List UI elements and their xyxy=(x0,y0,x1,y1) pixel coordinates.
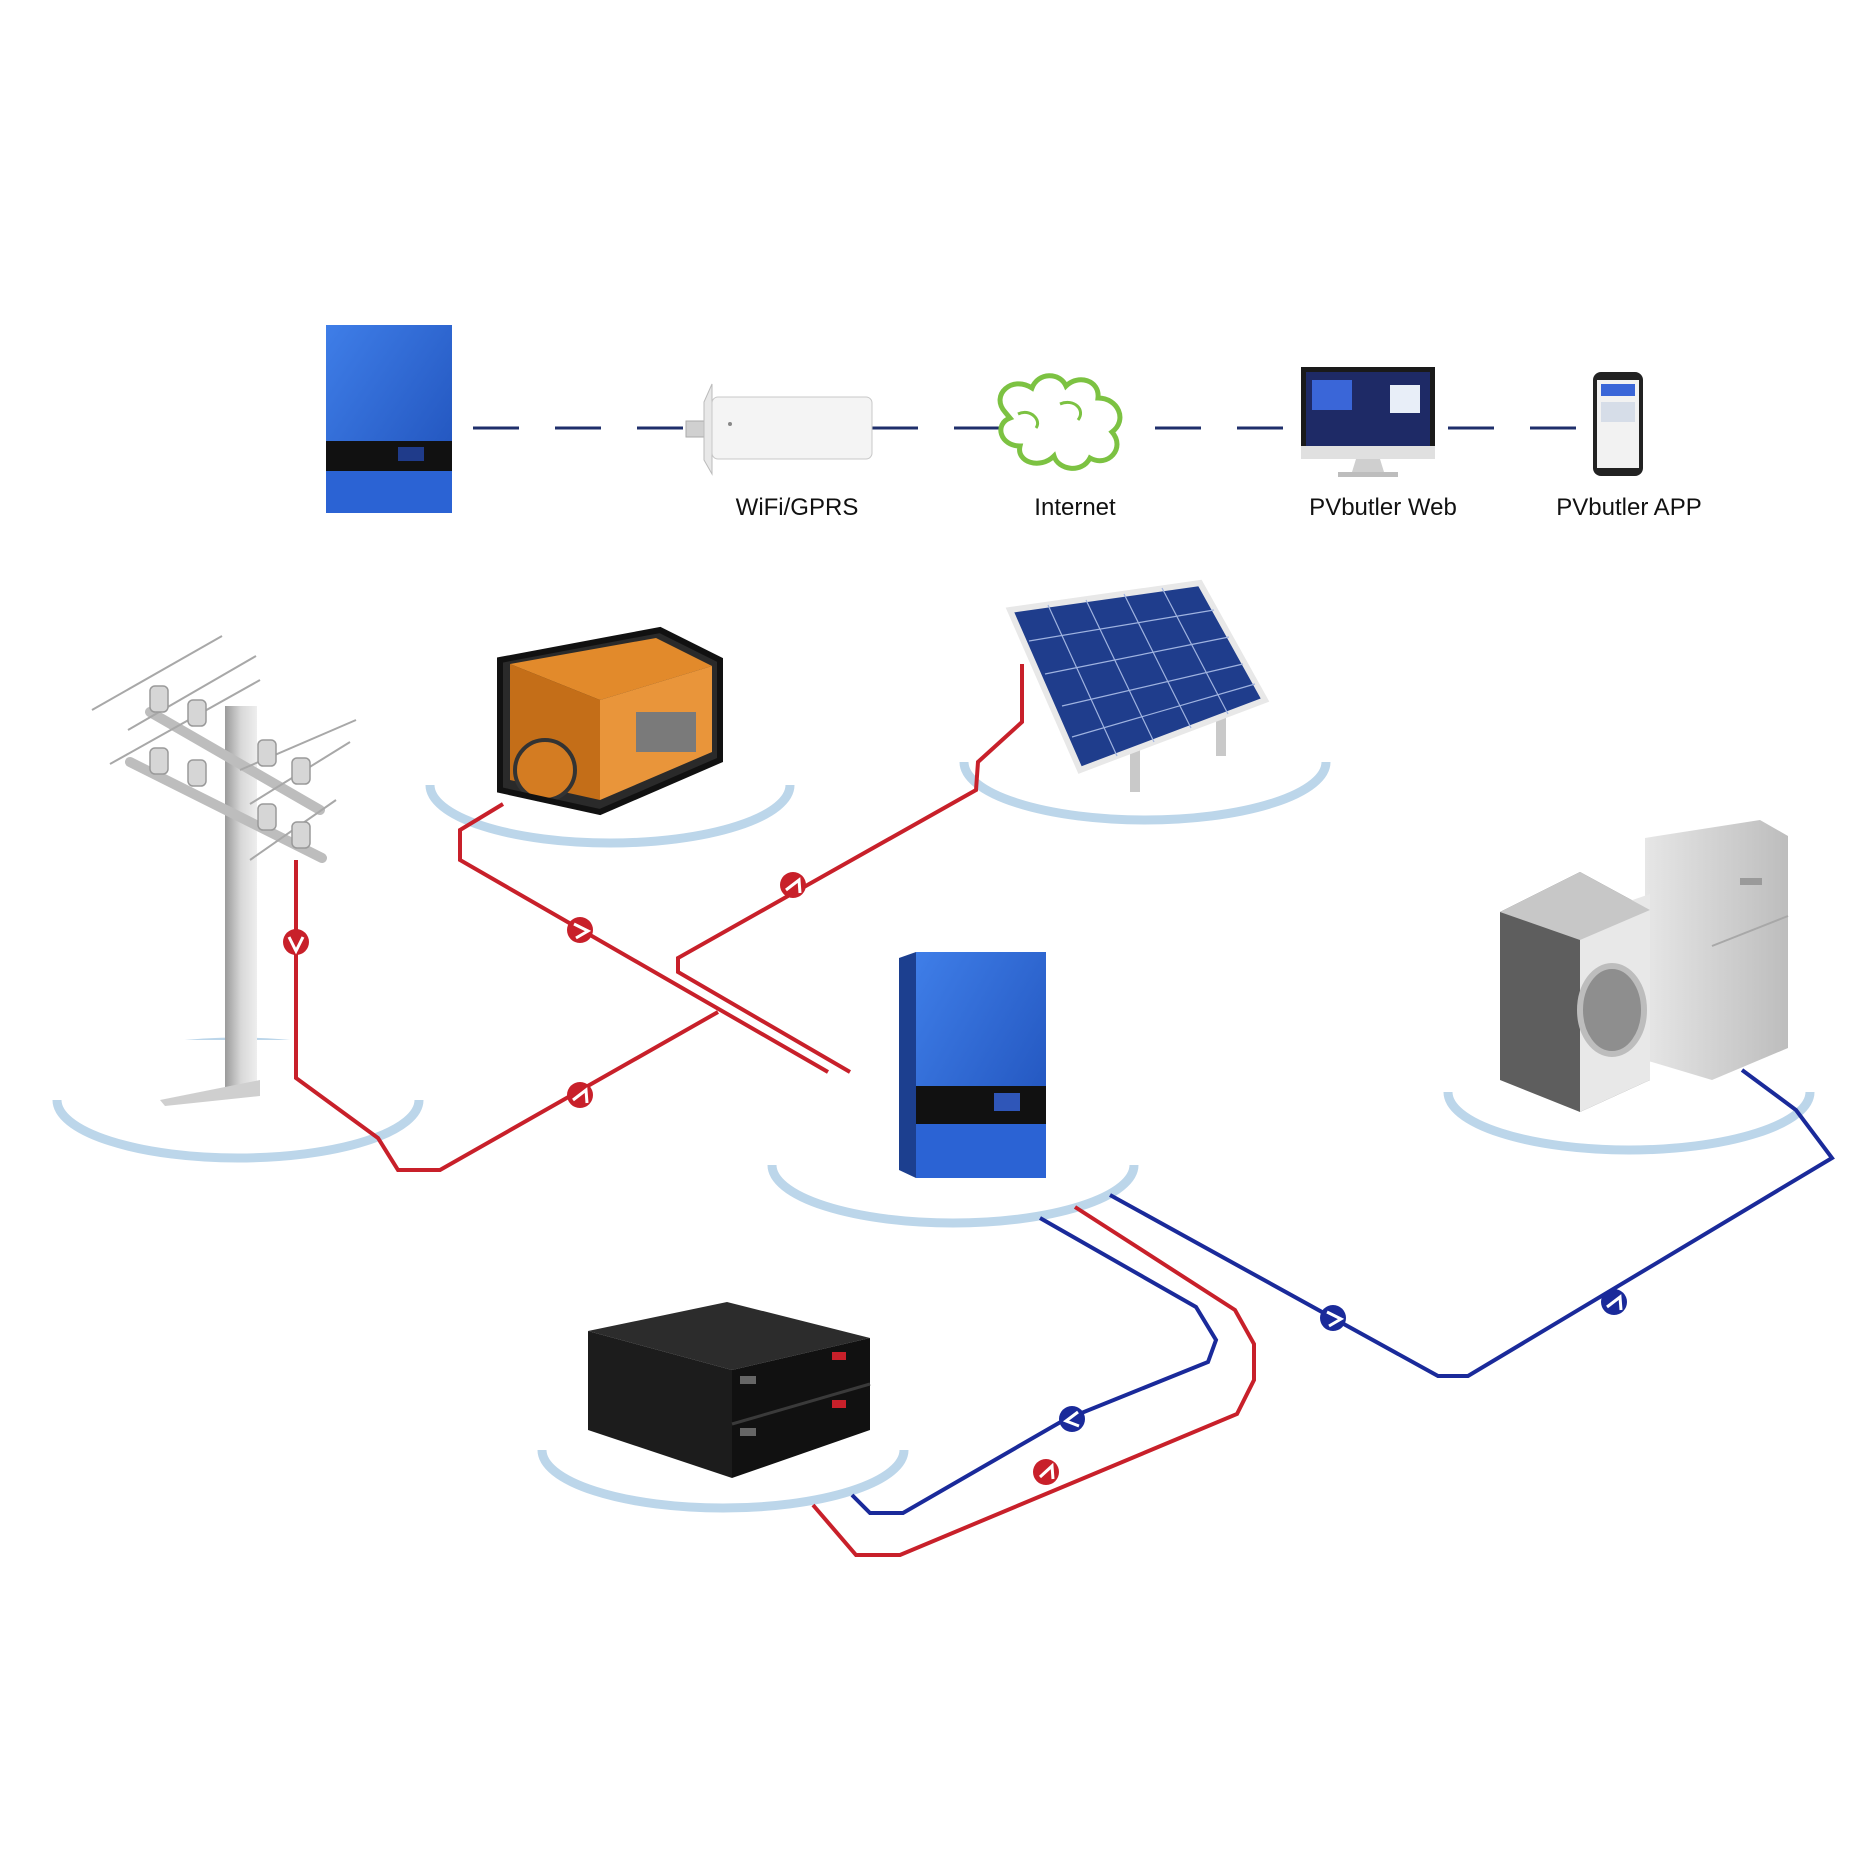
pvbutler-web-label: PVbutler Web xyxy=(1309,494,1457,521)
ac-line-solar xyxy=(676,664,1024,1074)
dc-line-loads xyxy=(1109,1068,1835,1378)
flow-arrow-battery-ac xyxy=(1033,1459,1059,1485)
inverter-icon xyxy=(326,325,452,513)
ac-line-grid xyxy=(294,860,719,1172)
washing-machine-icon xyxy=(1500,872,1650,1112)
generator-icon xyxy=(497,626,723,816)
dc-lines xyxy=(850,1068,1835,1515)
pvbutler-app-label: PVbutler APP xyxy=(1556,494,1702,521)
flow-arrow-loads-2 xyxy=(1601,1289,1627,1315)
solar-panel-icon xyxy=(1005,579,1270,792)
flow-arrow-solar xyxy=(780,872,806,898)
flow-markers xyxy=(283,872,1627,1485)
monitor-icon xyxy=(1301,367,1435,477)
flow-arrow-loads-1 xyxy=(1320,1305,1346,1331)
cloud-icon xyxy=(997,373,1123,471)
utility-pole-icon xyxy=(91,635,357,1106)
main-inverter-icon xyxy=(899,952,1046,1178)
wifi-dongle-icon xyxy=(685,383,873,476)
flow-arrow-grid-join xyxy=(567,1082,593,1108)
flow-arrow-battery-dc xyxy=(1059,1406,1085,1432)
phone-icon xyxy=(1593,372,1643,476)
ac-line-generator xyxy=(458,802,829,1074)
internet-label: Internet xyxy=(1034,494,1116,521)
flow-arrow-grid xyxy=(283,929,309,955)
dc-line-battery xyxy=(850,1216,1219,1515)
refrigerator-icon xyxy=(1645,820,1789,1080)
ac-line-battery xyxy=(811,1205,1256,1557)
battery-rack-icon xyxy=(588,1302,871,1478)
wifi-label: WiFi/GPRS xyxy=(735,494,859,521)
ac-lines xyxy=(294,664,1256,1557)
flow-arrow-generator xyxy=(567,917,593,943)
